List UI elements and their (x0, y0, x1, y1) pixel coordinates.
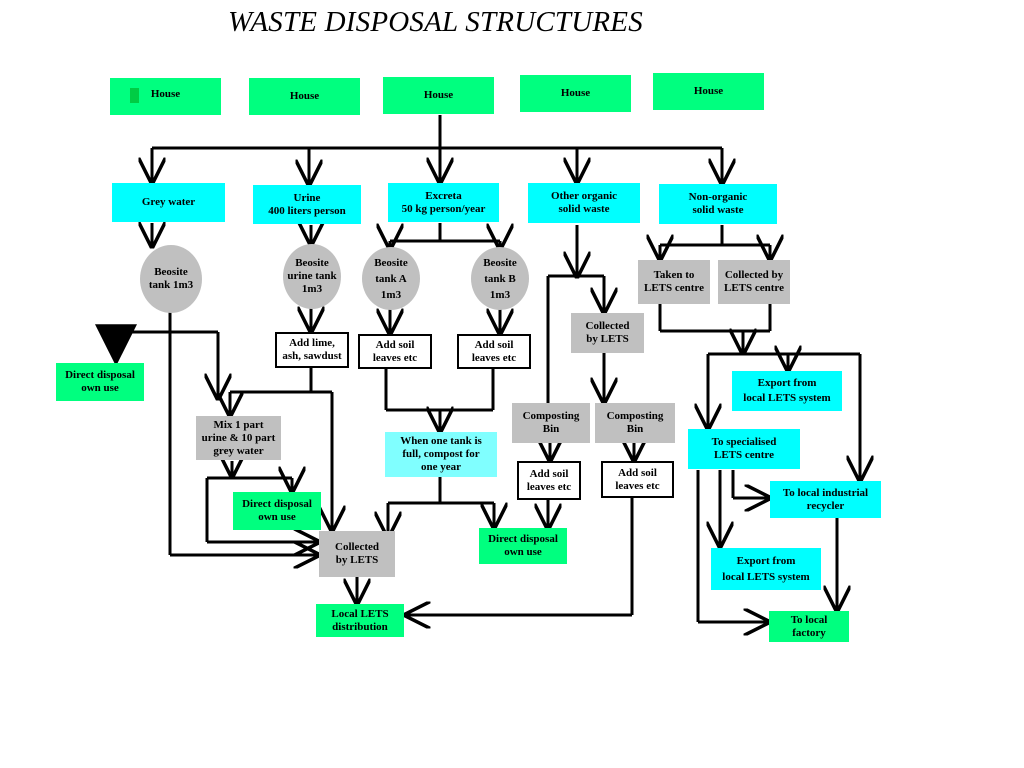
compost-one-year-note: When one tank is full, compost for one y… (385, 432, 497, 477)
house-label: House (560, 87, 591, 99)
collected-by-lets-main: Collected by LETS (319, 531, 395, 577)
step-label: Collected by LETS (335, 541, 379, 566)
direct-disposal-3: Direct disposal own use (479, 528, 567, 564)
add-soil-step-a: Add soil leaves etc (358, 334, 432, 369)
step-label: Add soil leaves etc (372, 338, 418, 364)
direct-disposal-2: Direct disposal own use (233, 492, 321, 530)
outcome-label: Direct disposal own use (65, 369, 135, 394)
step-label: When one tank is full, compost for one y… (400, 435, 482, 473)
add-soil-step-c: Add soil leaves etc (517, 461, 581, 500)
export-lets-system-2: Export from local LETS system (711, 548, 821, 590)
step-label: Collected by LETS (585, 320, 630, 345)
outcome-label: Direct disposal own use (488, 533, 558, 558)
beosite-tank-b: Beosite tank B 1m3 (471, 247, 529, 310)
house-label: House (693, 85, 724, 97)
node-label: Urine 400 liters person (268, 191, 346, 217)
tank-label: Beosite urine tank 1m3 (287, 257, 337, 295)
mix-urine-grey-water: Mix 1 part urine & 10 part grey water (196, 416, 281, 460)
outcome-label: To local industrial recycler (782, 486, 869, 512)
urine-node: Urine 400 liters person (253, 185, 361, 224)
collected-by-lets-centre: Collected by LETS centre (718, 260, 790, 304)
outcome-label: To local factory (790, 613, 828, 639)
house-node-5: House (653, 73, 764, 110)
tank-label: Beosite tank 1m3 (148, 266, 194, 291)
step-label: Collected by LETS centre (724, 269, 784, 294)
node-label: Grey water (141, 196, 196, 208)
selection-marker (130, 88, 139, 103)
step-label: Add soil leaves etc (526, 467, 572, 493)
to-specialised-lets-centre: To specialised LETS centre (688, 429, 800, 469)
add-lime-step: Add lime, ash, sawdust (275, 332, 349, 368)
to-local-industrial-recycler: To local industrial recycler (770, 481, 881, 518)
composting-bin-2: Composting Bin (595, 403, 675, 443)
tank-label: Beosite tank A 1m3 (374, 256, 408, 301)
step-label: Composting Bin (606, 410, 664, 435)
outcome-label: Export from local LETS system (722, 555, 810, 583)
collected-by-lets-organic: Collected by LETS (571, 313, 644, 353)
beosite-tank-a: Beosite tank A 1m3 (362, 247, 420, 310)
add-soil-step-d: Add soil leaves etc (601, 461, 674, 498)
outcome-label: Local LETS distribution (331, 607, 389, 633)
outcome-label: Direct disposal own use (242, 498, 312, 523)
export-lets-system-1: Export from local LETS system (732, 371, 842, 411)
local-lets-distribution: Local LETS distribution (316, 604, 404, 637)
grey-water-tank: Beosite tank 1m3 (140, 245, 202, 313)
other-organic-node: Other organic solid waste (528, 183, 640, 223)
step-label: Composting Bin (522, 410, 580, 435)
outcome-label: Export from local LETS system (743, 377, 831, 404)
house-node-1: House (110, 78, 221, 115)
step-label: Mix 1 part urine & 10 part grey water (201, 418, 276, 457)
node-label: Excreta 50 kg person/year (401, 189, 486, 215)
house-node-4: House (520, 75, 631, 112)
tank-label: Beosite tank B 1m3 (483, 256, 517, 301)
step-label: Add lime, ash, sawdust (282, 337, 342, 362)
excreta-node: Excreta 50 kg person/year (388, 183, 499, 222)
step-label: Add soil leaves etc (615, 466, 660, 492)
house-label: House (289, 90, 320, 102)
node-label: Other organic solid waste (550, 190, 618, 215)
direct-disposal-1: Direct disposal own use (56, 363, 144, 401)
outcome-label: To specialised LETS centre (711, 436, 777, 461)
step-label: Taken to LETS centre (644, 269, 704, 294)
urine-tank: Beosite urine tank 1m3 (283, 244, 341, 309)
taken-to-lets-centre: Taken to LETS centre (638, 260, 710, 304)
non-organic-node: Non-organic solid waste (659, 184, 777, 224)
grey-water-node: Grey water (112, 183, 225, 222)
add-soil-step-b: Add soil leaves etc (457, 334, 531, 369)
house-node-3: House (383, 77, 494, 114)
step-label: Add soil leaves etc (471, 338, 517, 364)
node-label: Non-organic solid waste (688, 191, 748, 216)
diagram-title: WASTE DISPOSAL STRUCTURES (228, 6, 643, 38)
house-node-2: House (249, 78, 360, 115)
house-label: House (423, 89, 454, 101)
to-local-factory: To local factory (769, 611, 849, 642)
composting-bin-1: Composting Bin (512, 403, 590, 443)
house-label: House (150, 88, 181, 100)
